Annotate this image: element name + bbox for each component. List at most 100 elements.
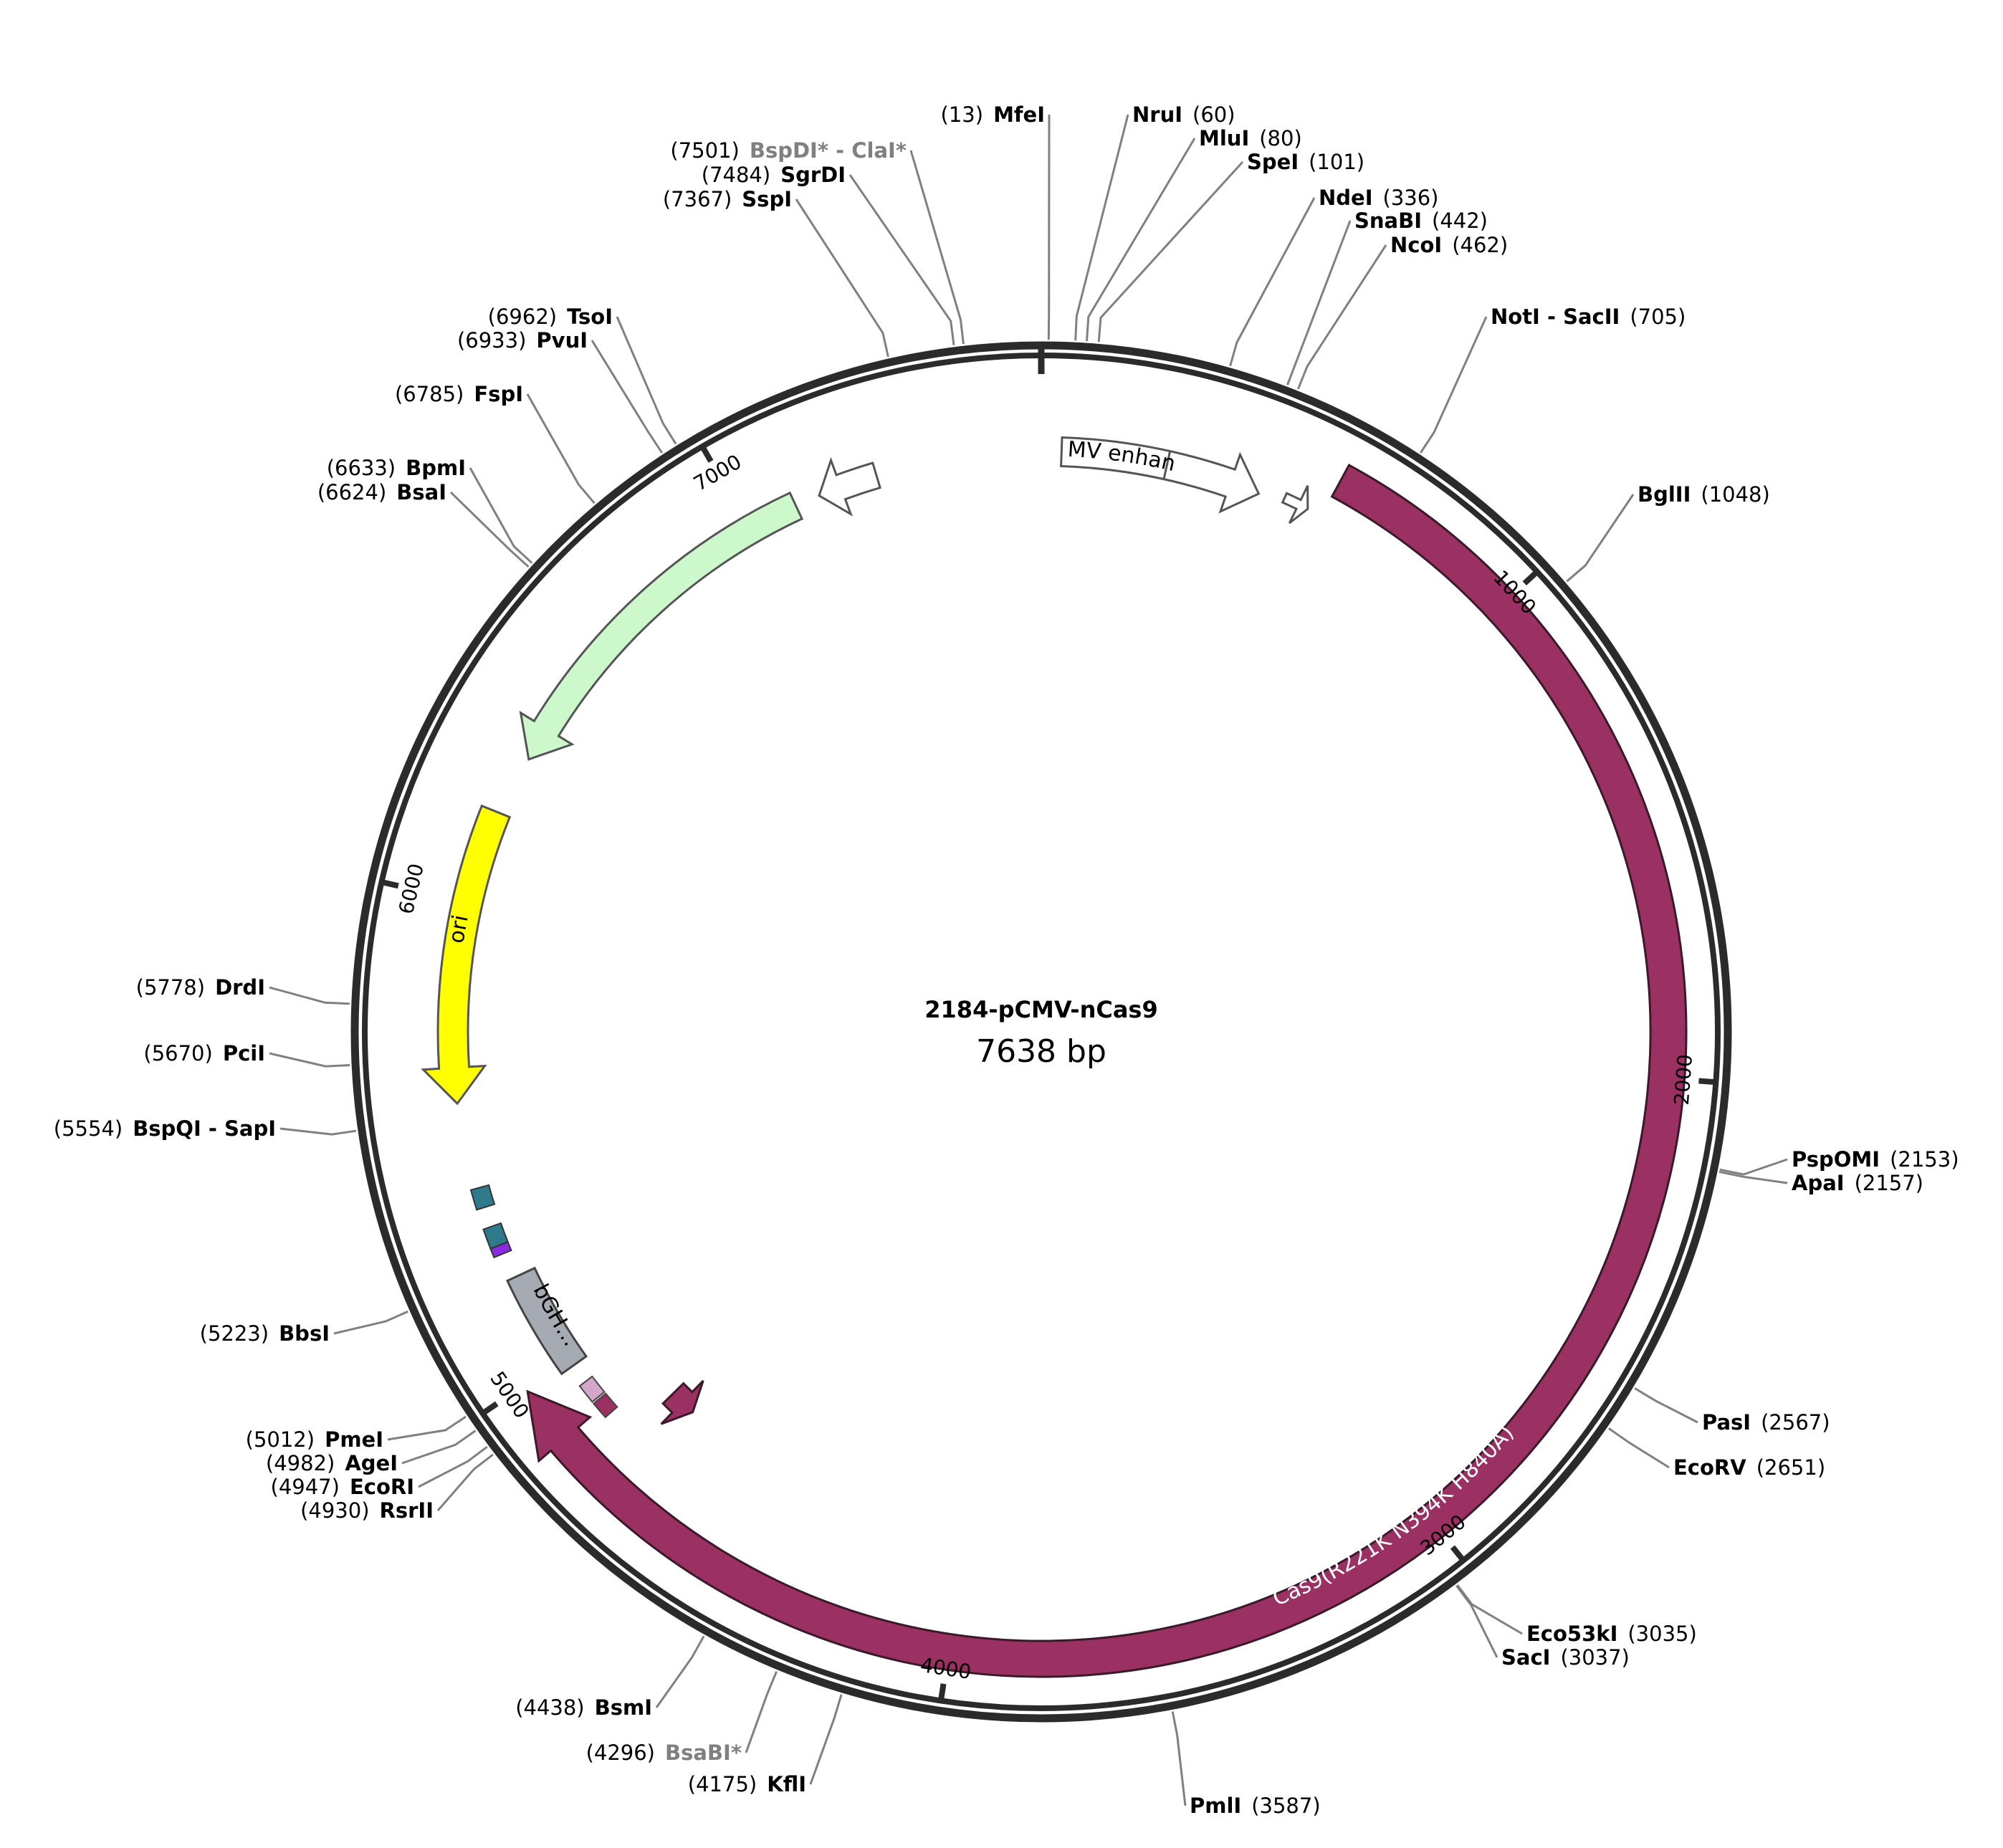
tick-label-6000: 6000 — [394, 861, 429, 916]
cas9-label: Cas9(R221K N394K H840A) — [1269, 1420, 1519, 1611]
site-line-PmeI — [387, 1415, 467, 1441]
site-line-SgrDI — [848, 174, 955, 345]
ori-arrow — [421, 804, 512, 1106]
site-label-SacI: SacI(3037) — [1501, 1645, 1630, 1670]
site-line-PmlI — [1171, 1711, 1187, 1806]
site-line-KflI — [809, 1694, 843, 1785]
site-label-SnaBI: SnaBI(442) — [1354, 209, 1488, 233]
site-label-EcoRI: (4947)EcoRI — [271, 1475, 414, 1499]
tick-mark-7000 — [700, 446, 714, 463]
site-label-TsoI: (6962)TsoI — [488, 305, 613, 329]
site-line-SacI — [1455, 1584, 1498, 1658]
plasmid-backbone — [350, 341, 1732, 1723]
small-element-pink — [578, 1375, 606, 1403]
site-label-BbsI: (5223)BbsI — [200, 1321, 330, 1346]
cmv-enhancer-label: CMV enhan… — [0, 0, 1177, 477]
cas9-arrow — [526, 464, 1688, 1678]
tick-label-2000: 2000 — [1670, 1053, 1697, 1106]
site-line-SspI — [795, 198, 889, 358]
site-line-PvuI — [591, 340, 663, 454]
site-label-MfeI: (13)MfeI — [941, 102, 1045, 127]
bgh-polya-block — [506, 1266, 588, 1376]
site-line-MfeI — [1047, 114, 1051, 340]
center-label: 2184-pCMV-nCas9 7638 bp — [924, 996, 1157, 1070]
site-label-MluI: MluI(80) — [1199, 126, 1302, 150]
plasmid-size: 7638 bp — [976, 1033, 1106, 1070]
tick-mark-1000 — [1522, 570, 1539, 586]
site-line-SpeI — [1097, 161, 1244, 343]
promoter-small-arrow — [1281, 485, 1309, 525]
site-line-NcoI — [1297, 244, 1387, 390]
site-line-BglII — [1566, 494, 1635, 583]
site-label-PasI: PasI(2567) — [1702, 1410, 1830, 1435]
site-label-DrdI: (5778)DrdI — [136, 975, 265, 1000]
ori-label: ori — [444, 913, 474, 945]
site-line-DrdI — [269, 986, 350, 1005]
site-label-SgrDI: (7484)SgrDI — [702, 163, 846, 187]
site-label-SspI: (7367)SspI — [663, 187, 792, 211]
site-line-TsoI — [616, 316, 677, 445]
plasmid-name: 2184-pCMV-nCas9 — [924, 996, 1157, 1023]
small-element-magenta — [592, 1392, 618, 1419]
small-element-teal-2 — [482, 1222, 509, 1250]
tick-mark-5000 — [482, 1401, 499, 1415]
backbone-outer-ring — [350, 341, 1732, 1723]
site-label-PspOMI: PspOMI(2153) — [1792, 1147, 1959, 1172]
site-line-AgeI — [401, 1430, 477, 1465]
site-line-FspI — [526, 393, 596, 504]
site-line-ApaI — [1718, 1170, 1788, 1184]
backbone-inner-ring — [362, 353, 1721, 1711]
site-label-BpmI: (6633)BpmI — [327, 456, 466, 480]
site-label-PciI: (5670)PciI — [143, 1041, 265, 1066]
site-label-PmeI: (5012)PmeI — [246, 1427, 383, 1452]
tick-mark-6000 — [382, 879, 399, 889]
cmv-enhancer-divider — [1162, 451, 1172, 480]
tick-mark-4000 — [938, 1683, 947, 1700]
site-line-BsmI — [655, 1635, 705, 1708]
site-line-SnaBI — [1286, 220, 1352, 386]
tick-label-7000: 7000 — [689, 450, 745, 496]
site-line-PspOMI — [1719, 1158, 1788, 1176]
site-label-PvuI: (6933)PvuI — [457, 328, 588, 353]
site-line-NdeI — [1229, 197, 1316, 367]
site-line-BsaBI — [745, 1671, 778, 1753]
site-label-NruI: NruI(60) — [1132, 102, 1235, 127]
site-label-NcoI: NcoI(462) — [1390, 233, 1508, 257]
tick-label-5000: 5000 — [485, 1367, 533, 1422]
site-label-KflI: (4175)KflI — [688, 1772, 806, 1796]
nls-arrow — [660, 1379, 704, 1425]
site-line-PciI — [269, 1052, 350, 1068]
small-element-teal-1 — [469, 1184, 496, 1211]
site-line-MluI — [1086, 138, 1196, 342]
site-line-BspDI-ClaI — [909, 150, 965, 345]
site-line-BbsI — [333, 1310, 408, 1335]
site-label-PmlI: PmlI(3587) — [1190, 1794, 1321, 1818]
site-line-Eco53kI — [1456, 1584, 1523, 1635]
site-label-BspQI-SapI: (5554)BspQI - SapI — [54, 1116, 276, 1141]
site-label-BsaI: (6624)BsaI — [317, 480, 446, 504]
restriction-site-layer: (13)MfeI NruI(60)MluI(80)SpeI(101) NdeI(33… — [54, 102, 1959, 1818]
site-line-BspQI-SapI — [279, 1127, 357, 1136]
site-label-SpeI: SpeI(101) — [1247, 150, 1364, 174]
site-line-PasI — [1634, 1387, 1698, 1424]
ampr-promoter-arrow — [818, 456, 881, 517]
site-line-RsrII — [436, 1453, 494, 1511]
site-label-ApaI: ApaI(2157) — [1792, 1171, 1923, 1195]
site-line-NotI-SacII — [1420, 316, 1488, 454]
site-label-RsrII: (4930)RsrII — [300, 1498, 434, 1523]
small-element-purple — [489, 1240, 512, 1259]
site-label-FspI: (6785)FspI — [395, 382, 523, 406]
site-line-NruI — [1074, 114, 1129, 341]
site-label-BsaBI: (4296)BsaBI* — [586, 1741, 742, 1765]
site-line-BpmI — [469, 467, 533, 564]
site-label-AgeI: (4982)AgeI — [266, 1451, 398, 1475]
site-label-Eco53kI: Eco53kI(3035) — [1526, 1622, 1697, 1646]
tick-mark-3000 — [1450, 1545, 1465, 1561]
site-label-NdeI: NdeI(336) — [1319, 186, 1438, 210]
site-line-BsaI — [449, 491, 530, 568]
site-label-BsmI: (4438)BsmI — [515, 1695, 652, 1720]
tick-mark-2000 — [1698, 1078, 1715, 1086]
site-label-BglII: BglII(1048) — [1638, 482, 1770, 507]
site-line-EcoRI — [418, 1445, 488, 1488]
cmv-enhancer-arrow — [1060, 436, 1261, 514]
